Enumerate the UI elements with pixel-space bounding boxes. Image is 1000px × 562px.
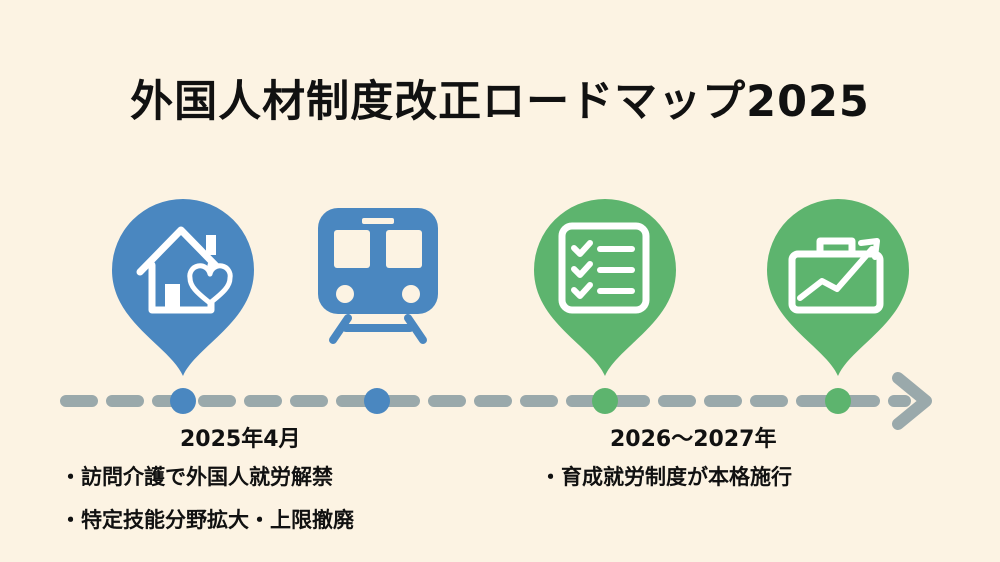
timeline-dot-train: [364, 388, 390, 414]
briefcase-growth-icon: [767, 199, 909, 376]
timeline-arrow-icon: [892, 372, 932, 430]
milestone-item: ・育成就労制度が本格施行: [540, 465, 792, 489]
milestone-date-2025: 2025年4月: [180, 427, 301, 452]
milestone-date-2026-2027: 2026〜2027年: [610, 427, 777, 452]
timeline: [60, 372, 932, 430]
train-icon: [318, 208, 438, 344]
milestone-item: ・訪問介護で外国人就労解禁: [60, 465, 333, 489]
checklist-icon: [534, 199, 676, 376]
milestone-item: ・特定技能分野拡大・上限撤廃: [60, 508, 354, 532]
page-title: 外国人材制度改正ロードマップ2025: [130, 77, 870, 127]
timeline-dot-briefcase: [825, 388, 851, 414]
timeline-dot-home: [170, 388, 196, 414]
timeline-dot-checklist: [592, 388, 618, 414]
home-heart-icon: [112, 199, 254, 376]
